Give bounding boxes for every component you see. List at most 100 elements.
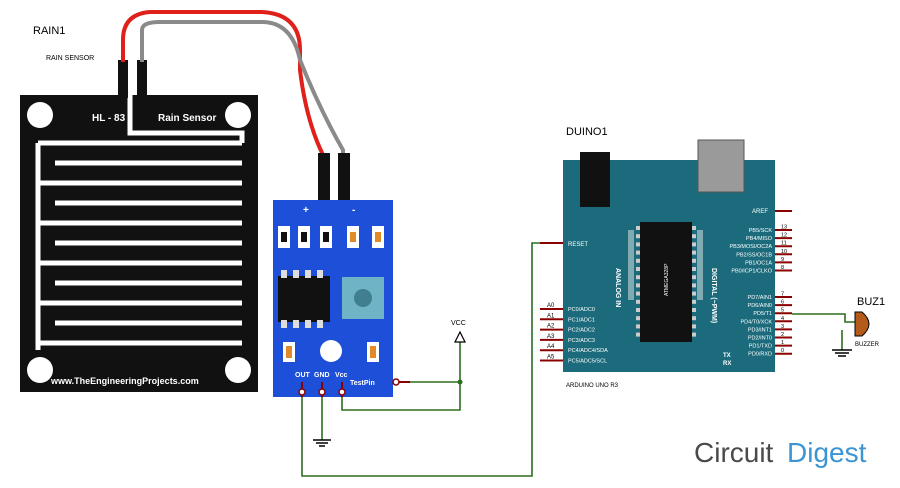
analog-pin-name: PC2/ADC2 [568, 328, 595, 334]
module-minus-label: - [352, 205, 355, 216]
buzzer: BUZ1 BUZZER [854, 296, 885, 348]
digital-pin-number: 10 [781, 249, 787, 255]
arduino-uno: DUINO1 ATMEGA328P ANALOG IN DIGITAL (~PW… [540, 126, 792, 389]
digital-pin-name: PD3/INT1 [748, 327, 772, 333]
module-plus-label: + [303, 205, 309, 216]
digital-pin-number: 6 [781, 300, 784, 306]
aref-label: AREF [752, 209, 768, 215]
circuitdigest-logo: Circuit Digest [694, 437, 867, 468]
analog-title: ANALOG IN [614, 268, 621, 307]
chip-pin [636, 324, 640, 329]
chip-pin [692, 242, 696, 247]
chip-pin [636, 332, 640, 337]
digital-title: DIGITAL (~PWM) [710, 268, 717, 323]
chip-label: ATMEGA328P [664, 263, 670, 296]
mounting-hole [27, 102, 53, 128]
vcc-terminal: VCC [451, 320, 466, 343]
chip-pin [636, 258, 640, 263]
analog-pin-name: PC0/ADC0 [568, 307, 595, 313]
digital-pin-name: PB2/SS/OC1B [736, 252, 772, 258]
pin-vcc-label: Vcc [335, 372, 348, 379]
ground-symbol [313, 439, 331, 447]
digital-pin-number: 12 [781, 233, 787, 239]
chip-pin [692, 299, 696, 304]
digital-pin-name: PD0/RXD [748, 352, 772, 358]
atmega-chip-pins [636, 226, 696, 337]
chip-pin [636, 299, 640, 304]
ground-symbol [832, 349, 852, 357]
chip-pin [636, 242, 640, 247]
chip-pin [692, 258, 696, 263]
vcc-label: VCC [451, 320, 466, 327]
junction-dot [457, 379, 463, 385]
chip-pin [636, 226, 640, 230]
usb-connector [697, 139, 745, 193]
digital-pin-number: 4 [781, 316, 784, 322]
tx-label: TX [723, 353, 731, 359]
header-strip [628, 230, 634, 300]
rain-sensor: RAIN1 RAIN SENSOR HL - 83 Rain Sensor ww… [20, 25, 258, 392]
chip-pin [636, 316, 640, 321]
atmega-chip [640, 222, 692, 342]
reset-label: RESET [568, 242, 588, 248]
mounting-hole [225, 102, 251, 128]
logo-word-digest: Digest [787, 437, 867, 468]
digital-pin-name: PD7/AIN1 [748, 295, 772, 301]
comparator-module: + - OUT GND Vcc TestPin [273, 153, 410, 397]
chip-pin [692, 332, 696, 337]
digital-pin-name: PB0/ICP1/CLKO [731, 269, 772, 275]
rain-sensor-model: HL - 83 [92, 113, 126, 124]
digital-pin-name: PB1/OC1A [745, 260, 772, 266]
smd-components [278, 226, 384, 248]
digital-pin-name: PB3/MOSI/OC2A [730, 244, 773, 250]
power-jack [580, 152, 610, 207]
analog-pin-number: A5 [547, 355, 555, 361]
chip-pin [692, 283, 696, 288]
analog-pin-number: A3 [547, 334, 555, 340]
digital-pin-number: 13 [781, 225, 787, 231]
red-cable [121, 10, 325, 160]
digital-pin-name: PD2/INT0 [748, 336, 772, 342]
analog-pin-number: A0 [547, 303, 555, 309]
wire-d5-to-buzzer [792, 313, 855, 323]
chip-pin [636, 291, 640, 296]
digital-pin-name: PB5/SCK [749, 228, 773, 234]
mounting-hole [27, 357, 53, 383]
sensor-comb-traces [35, 95, 245, 350]
mounting-hole [225, 357, 251, 383]
pin-testpin-label: TestPin [350, 380, 375, 387]
rain-sensor-label: RAIN SENSOR [46, 55, 94, 62]
chip-pin [692, 316, 696, 321]
rain-sensor-website: www.TheEngineeringProjects.com [50, 376, 199, 386]
comparator-ic [278, 270, 330, 328]
digital-pin-number: 9 [781, 257, 784, 263]
buzzer-body [854, 311, 870, 337]
chip-pin [692, 250, 696, 255]
buzzer-ref: BUZ1 [857, 296, 885, 308]
chip-pin [692, 275, 696, 280]
chip-pin [636, 275, 640, 280]
comb-trace [127, 95, 245, 143]
pin-out-label: OUT [295, 372, 311, 379]
digital-pin-name: PB4/MISO [746, 236, 773, 242]
chip-pin [636, 267, 640, 271]
chip-pin [636, 283, 640, 288]
rain-sensor-ref: RAIN1 [33, 25, 65, 37]
pin-gnd-label: GND [314, 372, 330, 379]
chip-pin [636, 234, 640, 239]
potentiometer-knob [354, 289, 372, 307]
chip-pin [692, 267, 696, 271]
arduino-model: ARDUINO UNO R3 [566, 383, 619, 389]
analog-pin-name: PC3/ADC3 [568, 338, 595, 344]
digital-pin-number: 5 [781, 308, 784, 314]
analog-pin-number: A1 [547, 313, 555, 319]
buzzer-label: BUZZER [855, 342, 880, 348]
analog-pin-number: A4 [547, 344, 555, 350]
digital-pin-group-bottom: 7PD7/AIN16PD6/AIN05PD5/T14PD4/T0/XCK3PD3… [741, 292, 792, 358]
module-connector-pin [318, 153, 330, 203]
digital-pin-number: 7 [781, 292, 784, 298]
digital-pin-number: 2 [781, 332, 784, 338]
digital-pin-name: PD6/AIN0 [748, 303, 772, 309]
rain-sensor-title: Rain Sensor [158, 113, 216, 124]
